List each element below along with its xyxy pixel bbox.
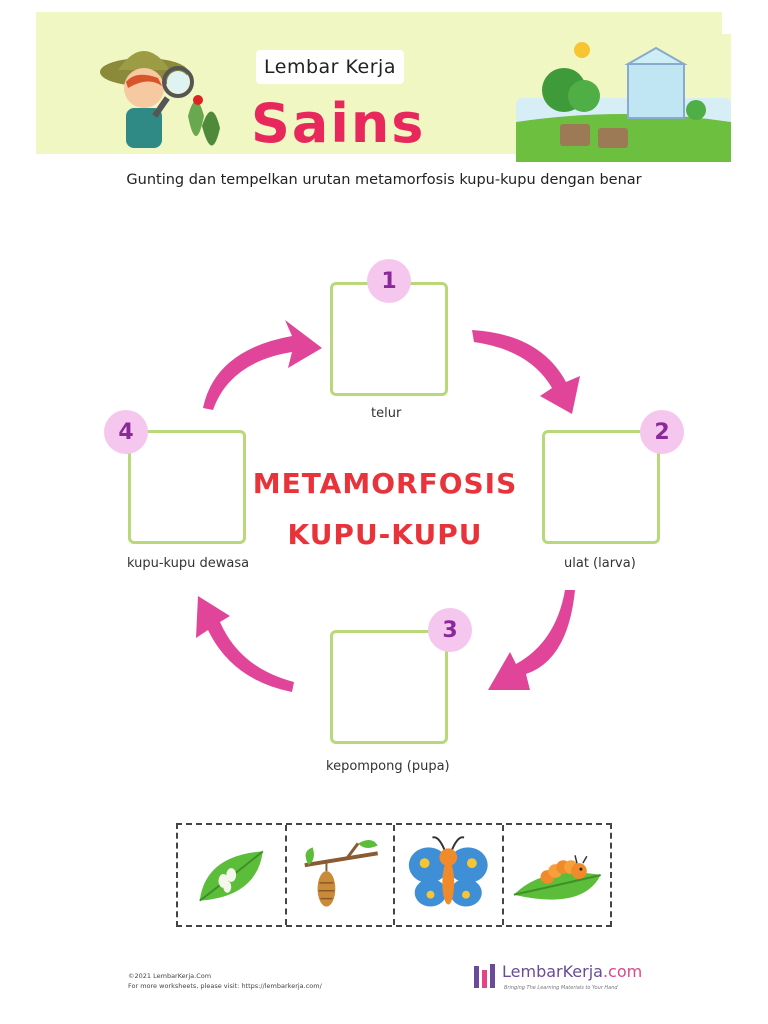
greenhouse-garden-icon (516, 34, 731, 162)
arrow-1-to-2 (472, 330, 580, 414)
copyright-block: ©2021 LembarKerja.Com For more worksheet… (128, 971, 322, 991)
kid-explorer-icon (100, 51, 220, 148)
copyright-text: ©2021 LembarKerja.Com (128, 972, 212, 980)
more-worksheets-link[interactable]: For more worksheets, please visit: https… (128, 982, 322, 990)
stage-2-box[interactable] (542, 430, 660, 544)
header-banner: Lembar Kerja Sains (36, 12, 731, 162)
instruction-text: Gunting dan tempelkan urutan metamorfosi… (126, 172, 642, 188)
cocoon-on-branch-icon (303, 839, 378, 907)
stage-3-box[interactable] (330, 630, 448, 744)
cutout-cell-4[interactable] (504, 825, 611, 925)
cutout-cell-1[interactable] (178, 825, 287, 925)
stage-4-label: kupu-kupu dewasa (127, 556, 250, 571)
cutout-cell-2[interactable] (287, 825, 395, 925)
caterpillar-on-leaf-icon (513, 855, 601, 900)
worksheet-subtitle: Lembar Kerja (256, 50, 404, 84)
stage-2-label: ulat (larva) (564, 556, 636, 571)
stage-3-badge: 3 (428, 608, 472, 652)
arrow-2-to-3 (488, 590, 575, 690)
center-title-line1: METAMORFOSIS (252, 467, 518, 500)
leaf-with-eggs-icon (199, 850, 264, 902)
stage-3-label: kepompong (pupa) (326, 759, 450, 774)
cutout-strip (176, 823, 612, 927)
brand-tagline: Bringing The Learning Materials to Your … (504, 985, 618, 991)
butterfly-icon (408, 836, 488, 907)
stage-1-label: telur (371, 406, 402, 421)
stage-4-badge: 4 (104, 410, 148, 454)
stage-4-box[interactable] (128, 430, 246, 544)
lembarkerja-logo-icon (474, 964, 495, 988)
arrow-4-to-1 (203, 320, 322, 410)
brand-logo[interactable]: LembarKerja.com (472, 962, 642, 998)
cutout-cell-3[interactable] (395, 825, 504, 925)
brand-name: LembarKerja.com (502, 962, 643, 981)
stage-1-badge: 1 (367, 259, 411, 303)
page-title: Sains (251, 92, 426, 155)
arrow-3-to-4 (196, 596, 294, 692)
center-title-line2: KUPU-KUPU (287, 518, 483, 551)
stage-2-badge: 2 (640, 410, 684, 454)
